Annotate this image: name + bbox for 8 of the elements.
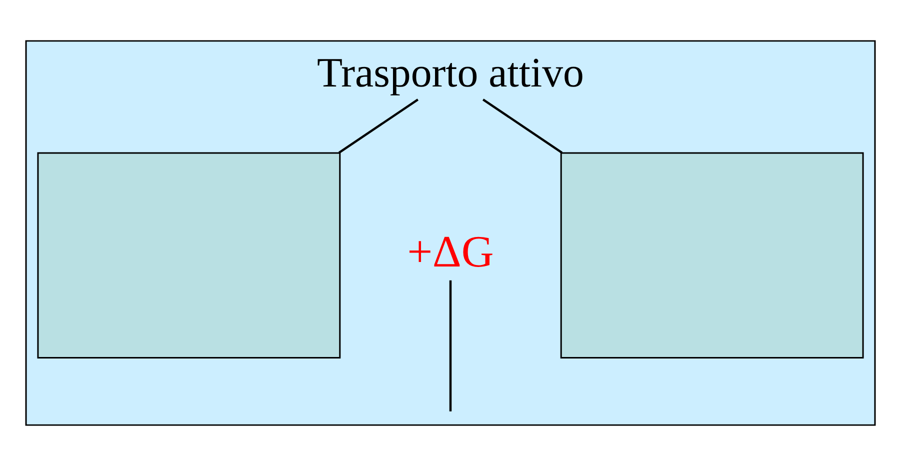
cluster <box>25 40 876 426</box>
connector <box>338 98 419 154</box>
connector <box>482 98 563 154</box>
connector <box>449 280 452 412</box>
node-box <box>37 152 341 359</box>
node-text: Trasporto attivo <box>317 50 584 96</box>
node-box <box>560 152 864 359</box>
node-text: +ΔG <box>407 226 494 277</box>
